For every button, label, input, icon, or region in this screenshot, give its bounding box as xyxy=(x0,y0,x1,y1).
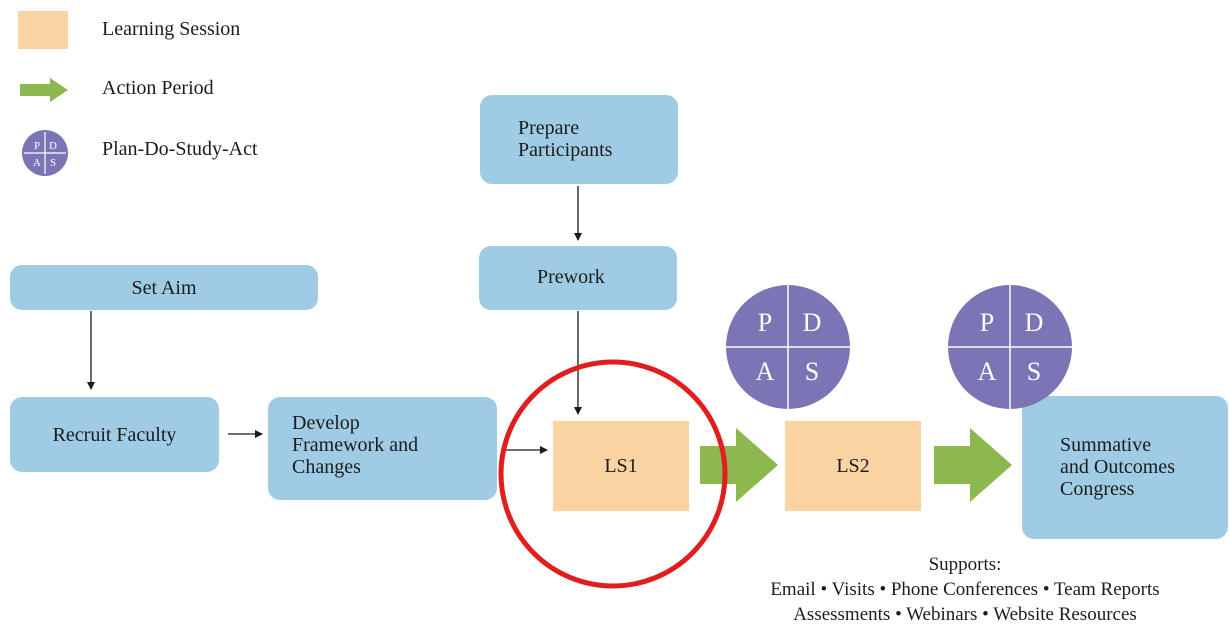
prepare-line-1: Prepare xyxy=(518,117,580,139)
ls1-label: LS1 xyxy=(604,454,638,477)
svg-text:D: D xyxy=(49,140,57,152)
recruit-faculty-box: Recruit Faculty xyxy=(10,397,219,472)
prework-label: Prework xyxy=(537,266,605,288)
prepare-line-2: Participants xyxy=(518,139,613,161)
svg-text:P: P xyxy=(34,140,40,152)
legend-action-period-label: Action Period xyxy=(102,77,214,99)
legend-learning-session-label: Learning Session xyxy=(102,18,241,40)
legend-pdsa-icon: P D A S xyxy=(22,130,68,176)
svg-text:S: S xyxy=(1027,357,1041,386)
supports-line-2: Assessments • Webinars • Website Resourc… xyxy=(793,604,1137,625)
pdsa-circle-2: P D A S xyxy=(948,285,1072,409)
prework-box: Prework xyxy=(479,246,677,310)
highlight-circle xyxy=(498,359,728,589)
pdsa-circle-1: P D A S xyxy=(726,285,850,409)
svg-text:P: P xyxy=(758,308,772,337)
recruit-faculty-label: Recruit Faculty xyxy=(52,423,177,446)
develop-line-2: Framework and xyxy=(292,434,419,456)
supports-title: Supports: xyxy=(928,554,1002,575)
svg-text:S: S xyxy=(50,157,56,169)
develop-line-1: Develop xyxy=(292,412,360,434)
svg-text:A: A xyxy=(756,357,775,386)
develop-line-3: Changes xyxy=(292,456,361,478)
legend-pdsa-label: Plan-Do-Study-Act xyxy=(102,138,258,160)
summative-congress-box: Summative and Outcomes Congress xyxy=(1022,396,1228,539)
develop-framework-box: Develop Framework and Changes xyxy=(268,397,497,500)
summative-line-1: Summative xyxy=(1060,434,1152,456)
svg-text:S: S xyxy=(805,357,819,386)
svg-text:A: A xyxy=(33,157,41,169)
set-aim-label: Set Aim xyxy=(131,276,197,299)
summative-line-3: Congress xyxy=(1060,478,1135,500)
svg-text:P: P xyxy=(980,308,994,337)
summative-line-2: and Outcomes xyxy=(1060,456,1175,478)
svg-text:A: A xyxy=(978,357,997,386)
svg-text:D: D xyxy=(803,308,822,337)
set-aim-box: Set Aim xyxy=(10,265,318,310)
supports-line-1: Email • Visits • Phone Conferences • Tea… xyxy=(770,579,1160,600)
ls2-box: LS2 xyxy=(785,421,921,511)
legend-action-arrow-icon xyxy=(20,78,68,102)
action-period-arrow-1 xyxy=(700,428,778,502)
svg-text:D: D xyxy=(1025,308,1044,337)
ls1-box: LS1 xyxy=(553,421,689,511)
supports-block: Supports: Email • Visits • Phone Confere… xyxy=(700,552,1230,627)
prepare-participants-box: Prepare Participants xyxy=(480,95,678,184)
legend-learning-session-swatch xyxy=(18,11,68,49)
ls2-label: LS2 xyxy=(836,454,870,477)
action-period-arrow-2 xyxy=(934,428,1012,502)
